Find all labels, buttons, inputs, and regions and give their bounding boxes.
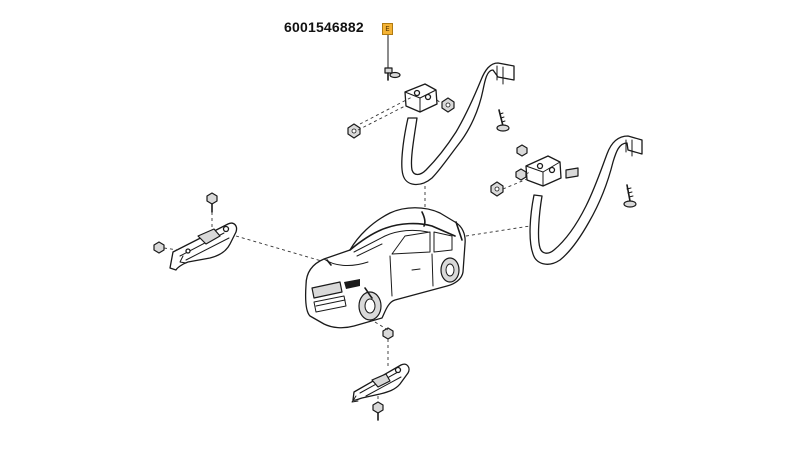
bolt-icon[interactable] xyxy=(623,184,637,208)
nut-icon[interactable] xyxy=(347,123,361,139)
bolt-icon[interactable] xyxy=(384,67,401,81)
bolt-icon[interactable] xyxy=(372,401,384,421)
bolt-icon[interactable] xyxy=(496,109,510,132)
hood-hinge-left-icon[interactable] xyxy=(169,222,238,271)
callout-marker[interactable]: E xyxy=(382,23,393,35)
nut-icon[interactable] xyxy=(441,97,455,113)
part-number-label: 6001546882 xyxy=(284,19,364,35)
nut-icon[interactable] xyxy=(490,181,504,197)
trunk-hinge-left-icon[interactable] xyxy=(401,62,515,186)
nut-icon[interactable] xyxy=(382,327,394,340)
nut-icon[interactable] xyxy=(516,144,528,157)
nut-icon[interactable] xyxy=(515,168,527,181)
bolt-icon[interactable] xyxy=(206,192,218,213)
trunk-hinge-right-icon[interactable] xyxy=(525,135,643,265)
hood-hinge-right-icon[interactable] xyxy=(351,363,410,403)
car-body-icon[interactable] xyxy=(304,207,466,329)
nut-icon[interactable] xyxy=(153,241,165,254)
